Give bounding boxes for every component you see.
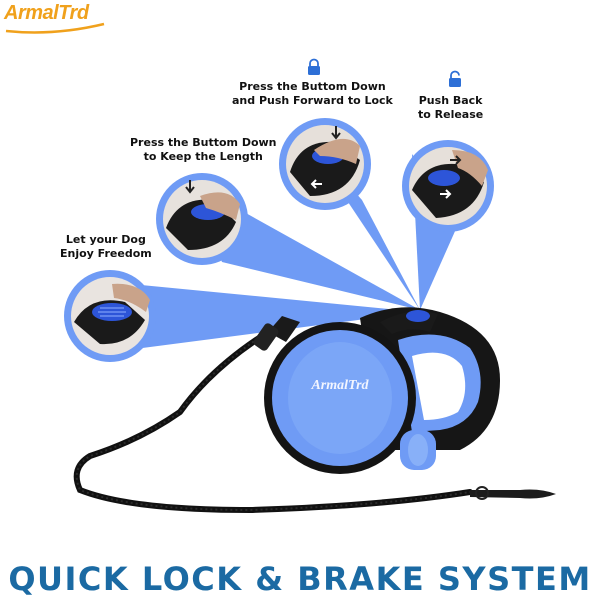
reel-brand-text: ArmalTrd xyxy=(311,378,369,393)
brand-logo: ArmalTrd xyxy=(4,2,114,38)
lock-icon xyxy=(308,58,320,75)
callout-circle-release xyxy=(402,140,494,232)
callout-line: Let your Dog xyxy=(65,233,146,246)
callout-circle-keep-length xyxy=(156,173,248,265)
callout-text-release: Push Back to Release xyxy=(418,94,483,122)
callout-line: Press the Buttom Down xyxy=(239,80,386,93)
unlock-icon xyxy=(449,70,461,87)
callout-line: Push Back xyxy=(418,94,483,107)
callout-text-lock: Press the Buttom Down and Push Forward t… xyxy=(232,80,393,108)
callout-circle-freedom xyxy=(64,270,156,362)
logo-text: ArmalTrd xyxy=(4,2,89,24)
retractable-reel xyxy=(264,307,500,474)
callout-line: Press the Buttom Down xyxy=(130,136,277,149)
callout-text-keep-length: Press the Buttom Down to Keep the Length xyxy=(130,136,277,164)
leash-stopper xyxy=(253,323,279,351)
callout-circle-lock xyxy=(279,118,371,210)
callout-line: to Release xyxy=(418,108,484,121)
callout-line: Enjoy Freedom xyxy=(60,247,152,260)
headline: QUICK LOCK & BRAKE SYSTEM xyxy=(8,560,592,598)
logo-swoosh xyxy=(5,22,105,34)
callout-line: and Push Forward to Lock xyxy=(232,94,393,107)
callout-line: to Keep the Length xyxy=(143,150,263,163)
callout-text-freedom: Let your Dog Enjoy Freedom xyxy=(60,233,152,261)
bungee-leash xyxy=(73,333,556,514)
